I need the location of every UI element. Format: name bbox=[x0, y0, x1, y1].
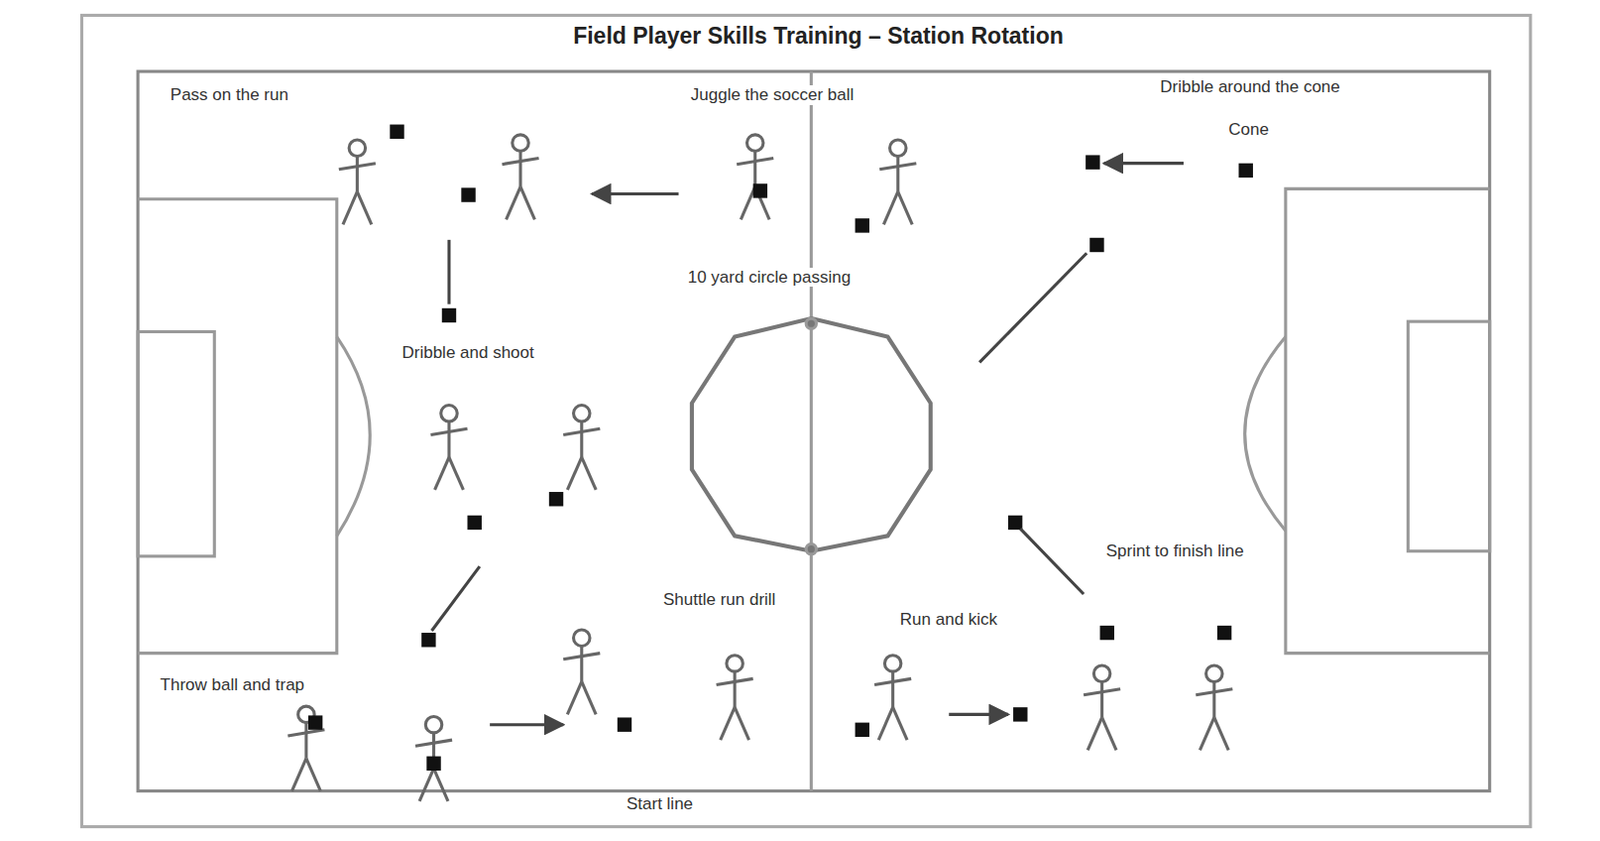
station-label: Shuttle run drill bbox=[661, 589, 778, 610]
station-label: Pass on the run bbox=[168, 85, 291, 106]
arrows bbox=[431, 163, 1183, 725]
station-label: Dribble around the cone bbox=[1157, 77, 1342, 98]
balls bbox=[308, 124, 1254, 771]
station-label: Throw ball and trap bbox=[158, 675, 308, 695]
station-label: Cone bbox=[1226, 119, 1271, 140]
station-label: Juggle the soccer ball bbox=[688, 85, 856, 106]
diagram-title: Field Player Skills Training – Station R… bbox=[387, 22, 1250, 49]
station-label: 10 yard circle passing bbox=[685, 267, 853, 288]
station-label: Sprint to finish line bbox=[1104, 541, 1247, 562]
station-label: Start line bbox=[624, 794, 695, 814]
players bbox=[287, 134, 1233, 801]
station-label: Run and kick bbox=[898, 609, 1000, 630]
station-label: Dribble and shoot bbox=[400, 342, 537, 363]
